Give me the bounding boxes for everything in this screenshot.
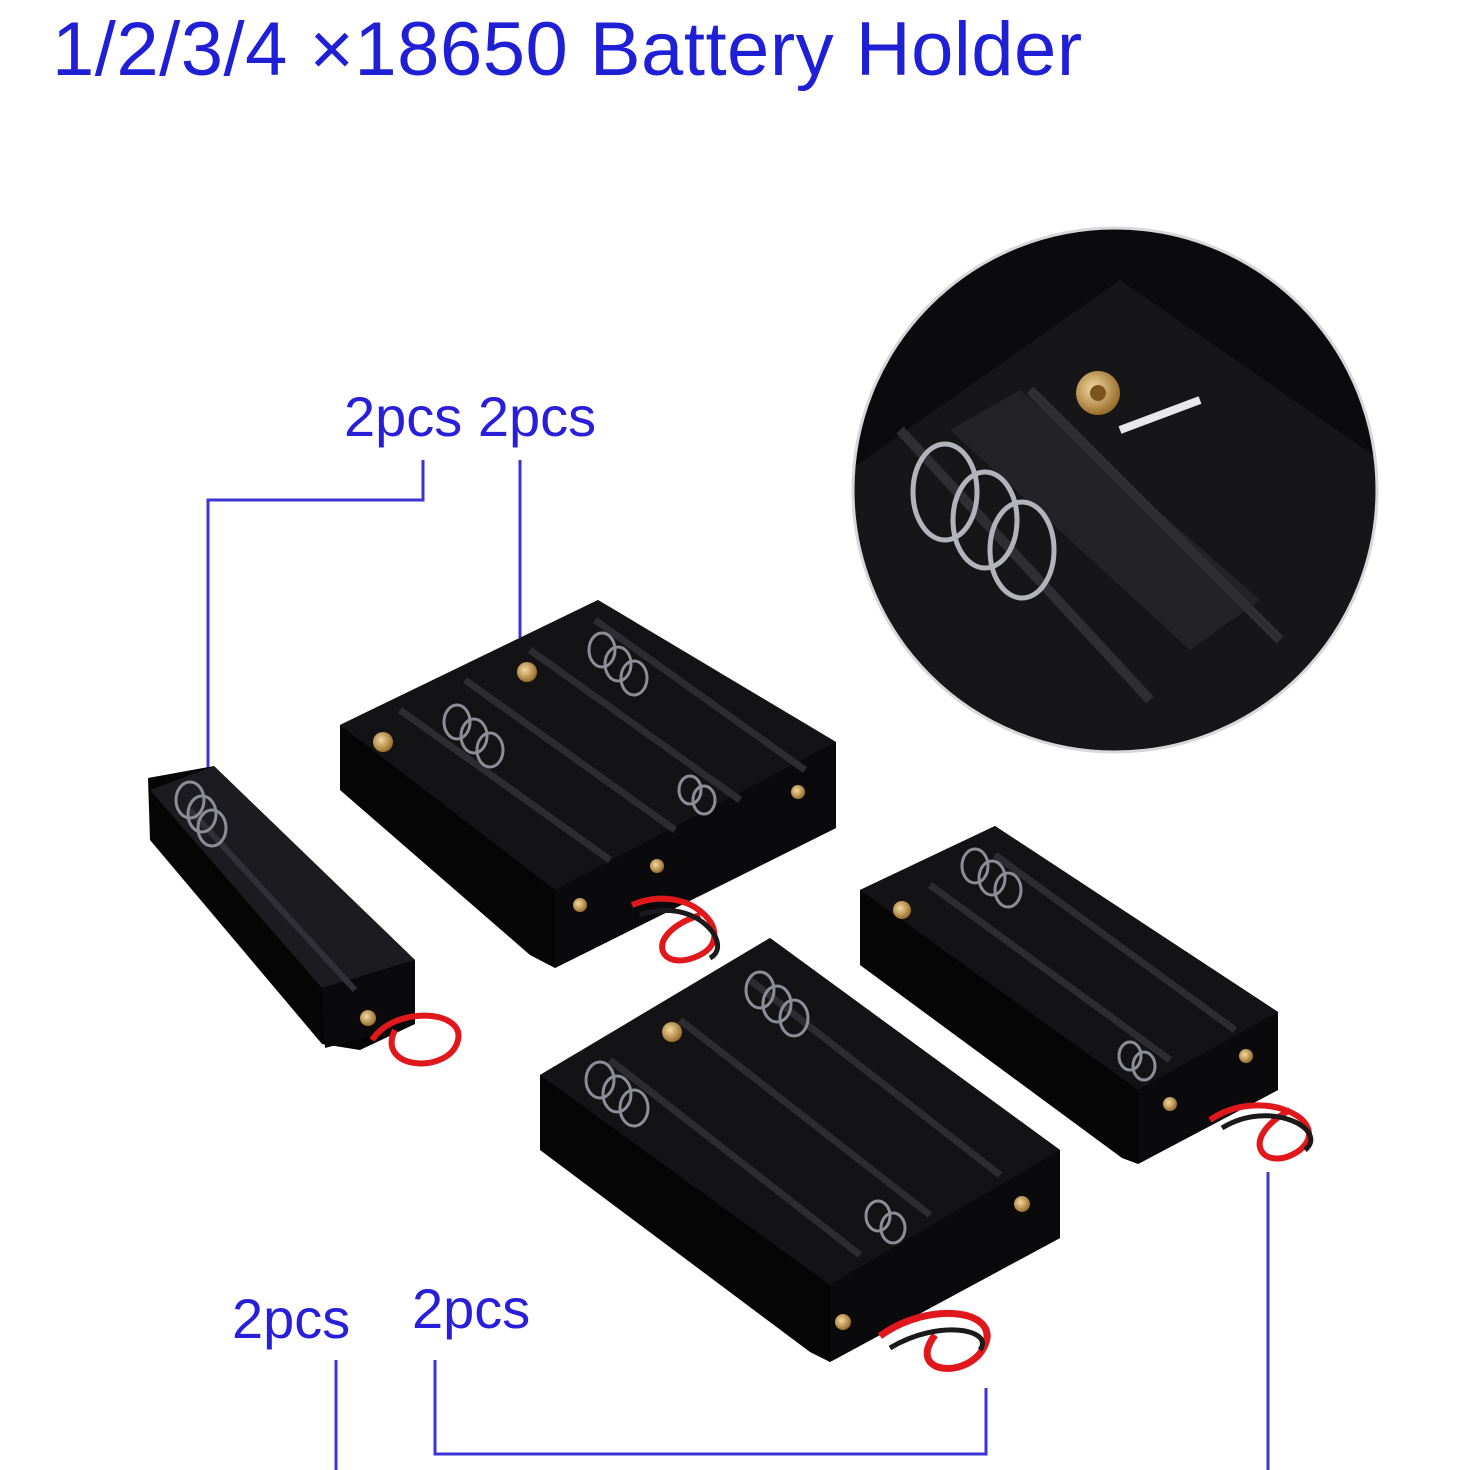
black-wire-icon: [639, 907, 721, 961]
contact-icon: [835, 1314, 851, 1330]
page-title: 1/2/3/4 ×18650 Battery Holder: [52, 7, 1083, 92]
black-wire-icon: [888, 1327, 985, 1352]
black-wire-icon: [1220, 1113, 1314, 1152]
contact-icon: [1239, 1049, 1253, 1063]
red-wire-icon: [369, 1012, 462, 1067]
quad-battery-holder: [340, 600, 836, 968]
leader-line-triple: [433, 1360, 988, 1456]
double-battery-holder: [860, 826, 1314, 1164]
contact-icon: [791, 785, 805, 799]
leader-lines: [206, 460, 1270, 1470]
contact-icon: [573, 898, 587, 912]
zoom-detail-inset: [851, 226, 1379, 754]
contact-icon: [1014, 1196, 1030, 1212]
contact-icon: [893, 901, 911, 919]
contact-icon: [517, 662, 537, 682]
contact-icon: [1163, 1097, 1177, 1111]
contact-icon: [360, 1010, 376, 1026]
contact-icon: [650, 859, 664, 873]
contact-icon: [662, 1022, 682, 1042]
red-wire-icon: [1208, 1102, 1312, 1162]
triple-battery-holder: [540, 938, 1060, 1372]
quantity-label-bottom-middle: 2pcs: [412, 1277, 531, 1340]
single-battery-holder: [148, 766, 462, 1067]
quantity-label-top: 2pcs 2pcs: [344, 385, 597, 448]
leader-line-single: [206, 460, 425, 768]
contact-icon: [373, 732, 393, 752]
quantity-label-bottom-left: 2pcs: [232, 1287, 351, 1350]
red-wire-icon: [630, 895, 718, 964]
